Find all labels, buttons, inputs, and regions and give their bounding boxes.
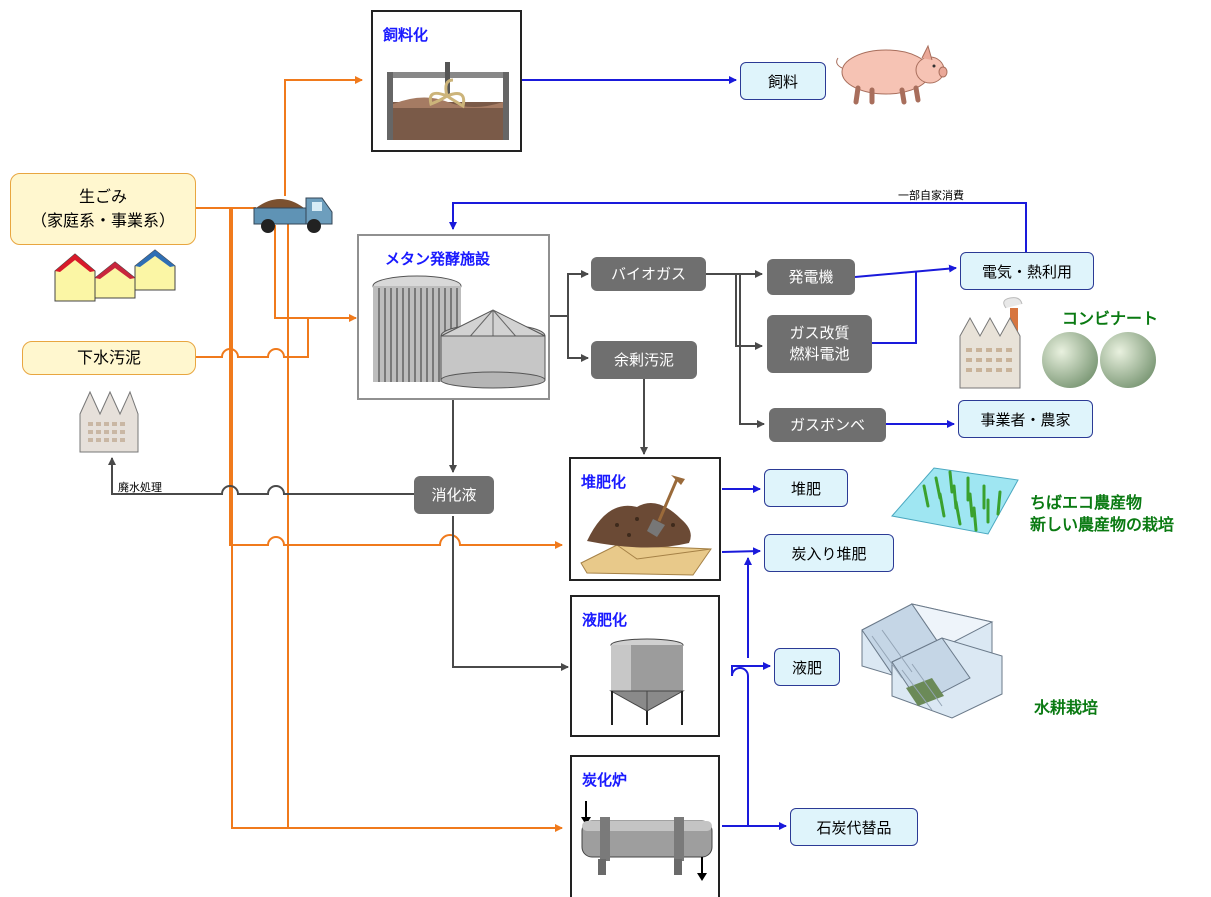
sewage-sludge-label: 下水汚泥 xyxy=(76,348,141,367)
liquid-fertilizer-label: 液肥 xyxy=(791,658,822,677)
digestate-box: 消化液 xyxy=(414,476,494,514)
kombinat-label: コンビナート xyxy=(1062,309,1159,328)
gas-cylinder-label: ガスボンベ xyxy=(789,415,865,434)
compost-output-label: 堆肥 xyxy=(790,479,821,498)
carbonization-process: 炭化炉 xyxy=(570,755,720,897)
food-waste-sublabel: （家庭系・事業系） xyxy=(30,211,175,230)
electricity-heat-label: 電気・熱利用 xyxy=(981,262,1072,281)
liquid-tank-illustration xyxy=(609,638,685,725)
sewage-sludge-source: 下水汚泥 xyxy=(22,341,196,375)
houses-illustration xyxy=(54,249,176,302)
gas-cylinder-box: ガスボンベ xyxy=(769,408,886,442)
charcoal-compost-label: 炭入り堆肥 xyxy=(791,544,867,563)
compost-pile-illustration xyxy=(580,475,712,576)
business-farm-label: 事業者・農家 xyxy=(980,410,1071,429)
feed-output: 飼料 xyxy=(740,62,826,100)
methane-fermentation-process: メタン発酵施設 xyxy=(357,234,550,400)
liquid-fertilizer-process: 液肥化 xyxy=(570,595,720,737)
truck-illustration xyxy=(253,197,333,233)
self-consumption-label: 一部自家消費 xyxy=(898,189,964,202)
compost-process-title: 堆肥化 xyxy=(581,473,627,491)
digester-tanks-illustration xyxy=(372,275,546,389)
feed-process-title: 飼料化 xyxy=(383,26,429,44)
rice-field-illustration xyxy=(891,467,1019,535)
electricity-heat-output: 電気・熱利用 xyxy=(960,252,1094,290)
compost-output: 堆肥 xyxy=(764,469,848,507)
biogas-box: バイオガス xyxy=(591,257,706,291)
kombinat-illustration xyxy=(959,297,1156,389)
compost-process: 堆肥化 xyxy=(569,457,721,581)
digestate-label: 消化液 xyxy=(431,485,477,504)
business-farm-output: 事業者・農家 xyxy=(958,400,1093,438)
feed-output-label: 飼料 xyxy=(767,72,798,91)
fuel-cell-label-1: ガス改質 xyxy=(789,324,850,342)
process-flow-lines xyxy=(108,270,765,671)
liquid-fertilizer-output: 液肥 xyxy=(774,648,840,686)
coal-substitute-label: 石炭代替品 xyxy=(816,818,892,837)
biogas-label: バイオガス xyxy=(610,264,686,283)
product-flow-lines xyxy=(449,76,1027,830)
hydroponics-label: 水耕栽培 xyxy=(1034,698,1099,717)
pig-illustration xyxy=(836,44,948,105)
fermenter-tank-illustration xyxy=(387,62,509,140)
surplus-sludge-box: 余剰汚泥 xyxy=(591,341,697,379)
carbonization-process-title: 炭化炉 xyxy=(582,771,628,789)
coal-substitute-output: 石炭代替品 xyxy=(790,808,918,846)
greenhouse-illustration xyxy=(861,603,1003,719)
charcoal-compost-output: 炭入り堆肥 xyxy=(764,534,894,572)
fuel-cell-box: ガス改質 燃料電池 xyxy=(767,315,872,373)
organic-flow-lines xyxy=(196,76,563,832)
food-waste-source: 生ごみ （家庭系・事業系） xyxy=(10,173,196,245)
generator-box: 発電機 xyxy=(767,259,855,295)
liquid-fertilizer-process-title: 液肥化 xyxy=(582,611,628,629)
feed-process: 飼料化 xyxy=(371,10,522,152)
methane-process-title: メタン発酵施設 xyxy=(385,250,491,268)
fuel-cell-label-2: 燃料電池 xyxy=(789,345,850,363)
generator-label: 発電機 xyxy=(788,267,834,286)
eco-products-line-1: ちばエコ農産物 xyxy=(1030,493,1143,512)
surplus-sludge-label: 余剰汚泥 xyxy=(613,350,674,369)
kiln-illustration xyxy=(581,801,713,881)
eco-products-line-2: 新しい農産物の栽培 xyxy=(1030,515,1175,534)
food-waste-label: 生ごみ xyxy=(78,187,127,206)
eco-products-label: ちばエコ農産物 新しい農産物の栽培 xyxy=(1030,492,1174,536)
sewage-plant-illustration xyxy=(79,390,139,453)
wastewater-label: 廃水処理 xyxy=(118,481,162,494)
